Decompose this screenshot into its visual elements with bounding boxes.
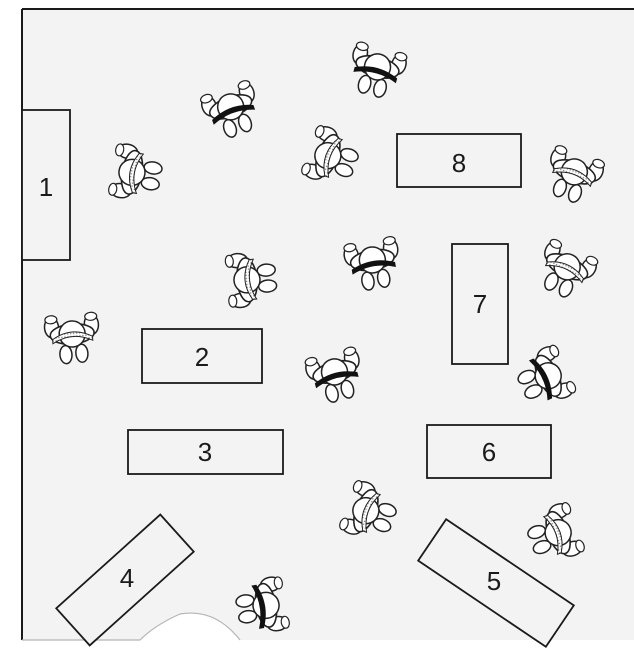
table-2: 2 (142, 329, 262, 383)
table-8-label: 8 (452, 148, 466, 178)
table-6: 6 (427, 425, 551, 478)
table-4-label: 4 (120, 563, 134, 593)
table-7: 7 (452, 244, 508, 364)
table-6-label: 6 (482, 437, 496, 467)
table-7-label: 7 (473, 289, 487, 319)
table-2-label: 2 (195, 342, 209, 372)
table-3: 3 (128, 430, 283, 474)
table-1: 1 (22, 110, 70, 260)
table-8: 8 (397, 134, 521, 187)
table-3-label: 3 (198, 437, 212, 467)
table-5-label: 5 (487, 566, 501, 596)
table-1-label: 1 (39, 172, 53, 202)
